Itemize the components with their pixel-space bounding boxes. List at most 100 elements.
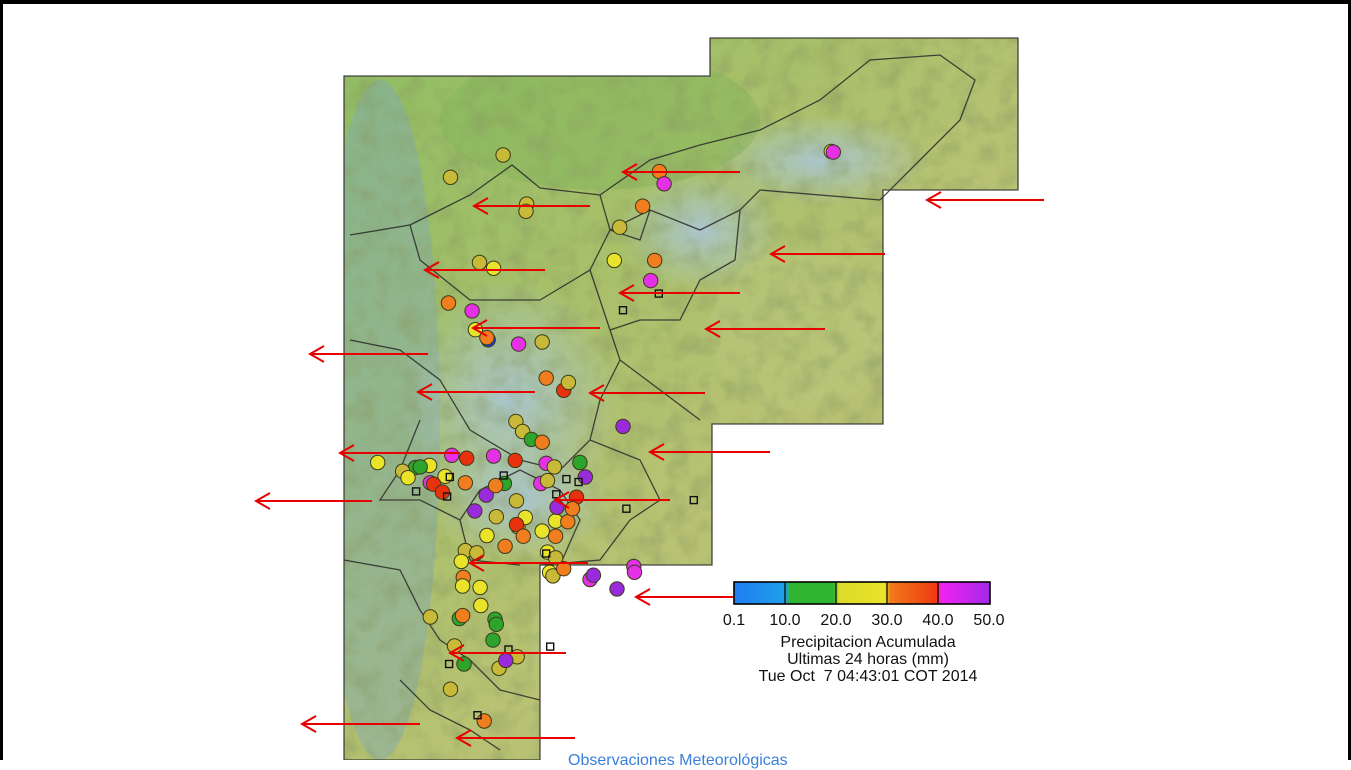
station-dot	[572, 454, 588, 471]
legend-tick: 40.0	[922, 612, 954, 629]
station-dot	[497, 538, 513, 554]
station-dot	[473, 597, 489, 614]
station-dot	[508, 493, 525, 509]
station-dot	[400, 470, 416, 486]
red-arrow	[633, 588, 752, 606]
gauge-markers	[411, 289, 698, 720]
station-dot	[585, 567, 602, 583]
station-dot	[498, 652, 514, 669]
municipal-boundaries	[343, 37, 1019, 760]
station-dot	[612, 219, 628, 235]
station-dot	[442, 169, 459, 186]
red-arrow	[467, 554, 588, 572]
station-dot	[556, 561, 572, 577]
red-arrow	[620, 163, 740, 181]
station-dot	[609, 581, 625, 597]
station-dot	[647, 252, 663, 269]
station-dot	[560, 514, 576, 530]
red-arrow	[253, 492, 372, 510]
station-dot	[488, 509, 504, 525]
station-dot	[464, 303, 480, 319]
red-arrow	[647, 443, 770, 461]
legend-tick: 0.1	[722, 612, 746, 629]
observations-link[interactable]: Observaciones Meteorológicas	[568, 752, 788, 769]
station-dot	[507, 452, 523, 469]
station-dot	[495, 147, 511, 163]
station-dot	[643, 272, 659, 289]
station-dot	[456, 656, 472, 672]
legend-subtitle: Ultimas 24 horas (mm)	[787, 651, 949, 668]
red-arrow	[337, 444, 460, 462]
station-dot	[412, 459, 428, 475]
red-arrow	[552, 491, 670, 509]
station-dot	[485, 260, 502, 276]
gauge-square	[689, 495, 698, 505]
station-dot	[457, 475, 473, 491]
legend-tick: 50.0	[973, 612, 1005, 629]
red-arrow	[447, 644, 566, 662]
station-dot	[469, 545, 485, 561]
station-dot	[508, 516, 525, 533]
station-dot	[656, 176, 672, 192]
station-dot	[479, 527, 495, 544]
station-markers	[370, 143, 841, 729]
red-arrow	[470, 319, 600, 337]
red-arrow	[703, 320, 825, 338]
gauge-square	[618, 306, 628, 315]
station-dot	[453, 553, 469, 570]
gauge-square	[445, 472, 454, 482]
gauge-square	[444, 659, 454, 669]
station-dot	[518, 203, 534, 220]
gauge-square	[546, 642, 555, 651]
red-arrow	[422, 261, 545, 279]
station-dot	[444, 447, 460, 463]
station-dot	[422, 609, 438, 625]
station-dot	[467, 503, 483, 519]
station-dot	[577, 469, 593, 485]
station-dot	[538, 370, 554, 386]
legend-title: Precipitacion Acumulada	[780, 634, 956, 651]
station-dot	[560, 374, 577, 391]
station-dot	[534, 434, 550, 450]
station-dot	[478, 487, 494, 503]
station-dot	[539, 472, 556, 489]
station-dot	[472, 579, 488, 596]
legend-tick: 10.0	[769, 612, 801, 629]
station-dot	[471, 254, 488, 271]
station-dot	[488, 616, 504, 632]
gauge-square	[552, 490, 561, 499]
station-dot	[626, 564, 643, 580]
station-dot	[510, 336, 527, 352]
station-dot	[454, 607, 471, 624]
legend-caption: Precipitacion Acumulada Ultimas 24 horas…	[708, 634, 1028, 685]
station-dot	[534, 334, 550, 350]
gauge-square	[622, 504, 631, 513]
legend-tick: 30.0	[871, 612, 903, 629]
station-dot	[825, 144, 841, 160]
station-dot	[564, 501, 581, 517]
station-dot	[434, 484, 451, 500]
station-dot	[546, 459, 562, 475]
station-dot	[515, 528, 531, 544]
legend-timestamp: Tue Oct 7 04:43:01 COT 2014	[758, 668, 978, 685]
gauge-square	[574, 477, 583, 487]
station-dot	[459, 450, 475, 466]
red-arrow	[299, 715, 420, 733]
red-arrow	[924, 191, 1044, 209]
station-dot	[370, 454, 386, 471]
station-dot	[442, 681, 459, 697]
station-dot	[440, 295, 457, 311]
annotation-arrows	[253, 163, 1044, 747]
red-arrow	[415, 383, 535, 401]
red-arrow	[471, 197, 590, 215]
station-dot	[476, 713, 492, 729]
gauge-square	[562, 474, 571, 484]
station-dot	[485, 632, 501, 648]
gauge-square	[411, 487, 421, 496]
station-dot	[485, 448, 502, 464]
station-dot	[547, 550, 564, 566]
red-arrow	[587, 384, 705, 402]
station-dot	[454, 578, 471, 594]
